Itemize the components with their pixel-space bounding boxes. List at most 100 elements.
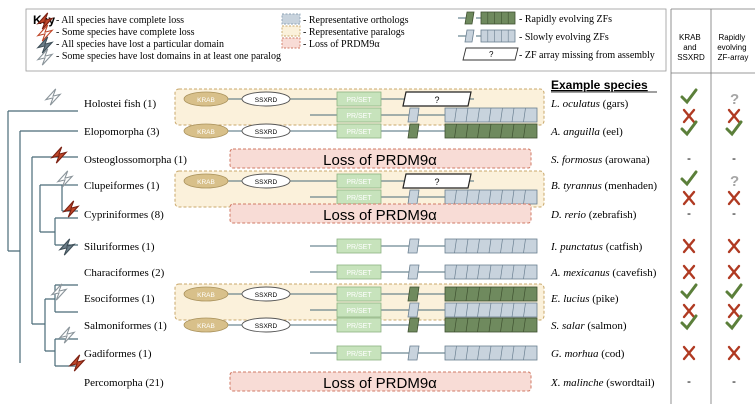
zf-divider <box>500 317 503 333</box>
key-item-text: - Rapidly evolving ZFs <box>519 14 612 25</box>
check-icon <box>680 170 698 187</box>
species-common-name: (pike) <box>590 293 619 305</box>
species-name: A. mexicanus <box>550 267 610 279</box>
zf-divider <box>511 345 515 361</box>
zf-single <box>407 317 420 333</box>
zf-divider <box>477 286 480 302</box>
loss-box <box>229 371 532 392</box>
zf-divider <box>488 286 492 302</box>
ssxrd-label: SSXRD <box>255 179 278 186</box>
zf-divider <box>500 123 503 139</box>
zf-divider <box>500 107 503 123</box>
species-name: I. punctatus <box>550 241 603 253</box>
krab-domain <box>183 91 229 107</box>
species-label: S. formosus (arowana) <box>551 154 650 166</box>
clade-label: Esociformes (1) <box>84 293 155 305</box>
dash-mark: - <box>687 374 691 388</box>
clade-label: Characiformes (2) <box>84 267 165 279</box>
zf-divider <box>523 123 526 139</box>
zf-divider <box>488 345 492 361</box>
dash-mark: - <box>732 206 736 220</box>
key-panel: Key - All species have complete loss- So… <box>25 8 667 72</box>
bolt-gadiformes <box>59 326 75 344</box>
cross-icon <box>682 238 696 254</box>
loss-label: Loss of PRDM9α <box>323 375 437 392</box>
species-row: Clupeiformes (1)B. tyrannus (menhaden)KR… <box>84 170 741 208</box>
ssxrd-label: SSXRD <box>255 97 278 104</box>
zf-divider <box>465 189 469 205</box>
loss-label: Loss of PRDM9α <box>323 152 437 169</box>
species-name: S. salar <box>551 320 585 332</box>
species-label: A. mexicanus (cavefish) <box>550 267 657 279</box>
pr-set-domain <box>336 264 382 280</box>
phylogenetic-tree <box>7 110 78 367</box>
pr-set-label: PR/SET <box>346 97 372 104</box>
bolt-osteoglossomorpha <box>51 146 67 164</box>
dashed-box-blue <box>281 13 301 25</box>
cross-icon <box>682 108 696 124</box>
clade-label: Elopomorpha (3) <box>84 126 160 138</box>
key-item-text: - Representative orthologs <box>303 15 409 26</box>
unknown-mark: ? <box>434 95 439 105</box>
zf-divider <box>500 345 503 361</box>
zf-divider <box>488 302 492 318</box>
clade-label: Clupeiformes (1) <box>84 180 160 192</box>
pr-set-domain <box>336 123 382 139</box>
species-label: A. anguilla (eel) <box>550 126 623 138</box>
zf-divider <box>500 302 503 318</box>
ssxrd-label: SSXRD <box>255 292 278 299</box>
unknown-mark: ? <box>434 177 439 187</box>
zf-divider <box>477 345 480 361</box>
pr-set-label: PR/SET <box>346 179 372 186</box>
clade-label: Osteoglossomorpha (1) <box>84 154 187 166</box>
species-common-name: (cavefish) <box>610 267 657 279</box>
cross-icon <box>727 345 741 361</box>
ssxrd-domain <box>241 286 291 302</box>
zf-divider <box>477 238 480 254</box>
pr-set-domain <box>336 91 382 107</box>
bolt-esociformes <box>51 283 67 301</box>
cross-icon <box>727 264 741 280</box>
pr-set-label: PR/SET <box>346 270 372 277</box>
zf-divider <box>454 107 457 123</box>
cross-icon <box>727 238 741 254</box>
zf-divider <box>465 317 469 333</box>
key-zf-rapid-single <box>464 11 475 25</box>
zf-divider <box>523 302 526 318</box>
dash-mark: - <box>687 151 691 165</box>
question-icon: ? <box>730 91 739 108</box>
cross-icon <box>727 303 741 319</box>
pr-set-domain <box>336 286 382 302</box>
species-common-name: (zebrafish) <box>586 209 637 221</box>
key-zf-slow-single <box>464 29 475 43</box>
check-icon <box>680 120 698 137</box>
zf-divider <box>454 302 457 318</box>
key-item-text: - Some species have complete loss <box>56 27 195 38</box>
key-zf-missing <box>462 47 519 61</box>
zinc-finger <box>464 11 475 25</box>
species-common-name: (eel) <box>600 126 623 138</box>
krab-label: KRAB <box>197 323 215 330</box>
zf-divider <box>488 238 492 254</box>
key-zf-rapid-array <box>480 11 516 25</box>
zf-divider <box>511 302 515 318</box>
species-name: L. oculatus <box>550 98 600 110</box>
species-row: Percomorpha (21)X. malinche (swordtail)L… <box>84 371 736 392</box>
key-item-text: - Some species have lost domains in at l… <box>56 51 281 62</box>
zf-divider <box>465 238 469 254</box>
pr-set-label: PR/SET <box>346 308 372 315</box>
zf-divider <box>454 189 457 205</box>
clade-label: Percomorpha (21) <box>84 377 164 389</box>
zf-missing-array <box>402 173 472 189</box>
zf-divider <box>465 107 469 123</box>
species-common-name: (gars) <box>600 98 629 110</box>
ssxrd-label: SSXRD <box>255 129 278 136</box>
cross-icon <box>682 264 696 280</box>
clade-label: Gadiformes (1) <box>84 348 152 360</box>
ssxrd-domain <box>241 173 291 189</box>
pr-set-label: PR/SET <box>346 113 372 120</box>
